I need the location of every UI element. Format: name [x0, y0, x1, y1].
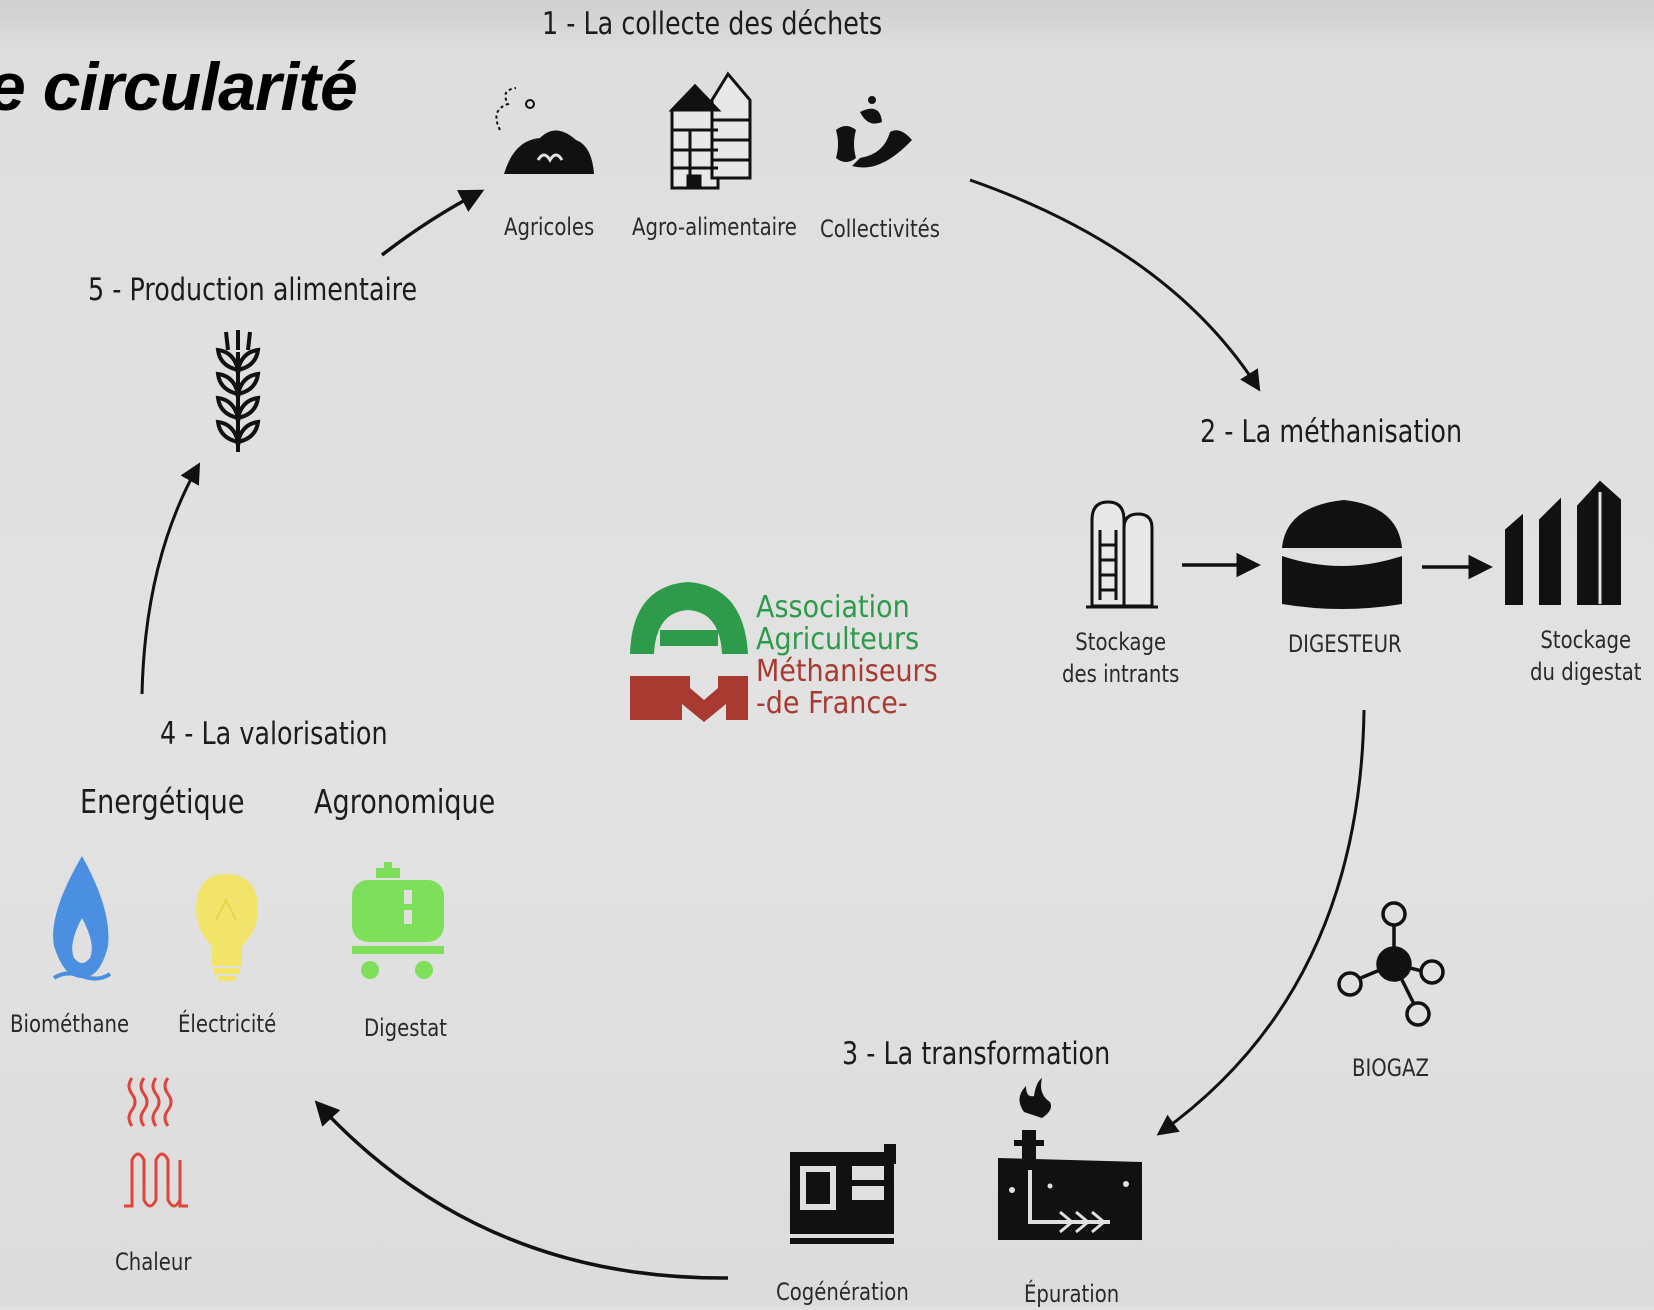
logo-line-methaniseurs: Méthaniseurs	[756, 654, 938, 689]
digestate-storage-icon	[1505, 480, 1621, 605]
cogeneration-label: Cogénération	[776, 1278, 909, 1306]
arrow-4-to-5	[140, 462, 201, 695]
biogaz-label: BIOGAZ	[1352, 1054, 1429, 1082]
logo-icon	[630, 582, 748, 722]
logo-text: Association Agriculteurs Méthaniseurs -d…	[756, 592, 958, 720]
storage-silo-icon	[1086, 500, 1158, 609]
tanker-icon	[352, 862, 444, 979]
collecte-agroalimentaire-label: Agro-alimentaire	[632, 213, 797, 241]
biogaz-molecule-icon	[1337, 901, 1445, 1027]
energetique-heading: Energétique	[80, 782, 245, 821]
silos-icon	[668, 71, 752, 190]
logo-line-association: Association	[756, 590, 910, 625]
arrow-1-to-2	[969, 178, 1261, 392]
chaleur-label: Chaleur	[115, 1248, 192, 1276]
logo-line-de-france: -de France-	[756, 686, 908, 721]
agronomique-heading: Agronomique	[314, 782, 496, 821]
cogeneration-icon	[790, 1144, 896, 1244]
flame-icon	[52, 856, 112, 981]
step-1-title: 1 - La collecte des déchets	[542, 6, 883, 42]
stockage-digestat-label: Stockage du digestat	[1530, 626, 1642, 687]
digester-icon	[1282, 500, 1402, 609]
heat-icon	[124, 1077, 188, 1208]
lightbulb-icon	[196, 874, 258, 981]
food-scraps-icon	[836, 96, 912, 168]
purification-icon	[998, 1078, 1142, 1240]
page-title: e circularité	[0, 49, 358, 125]
arrow-2-to-3	[1156, 709, 1366, 1136]
step-4-title: 4 - La valorisation	[160, 716, 388, 752]
digestat-label: Digestat	[364, 1014, 447, 1042]
step-2-title: 2 - La méthanisation	[1200, 414, 1463, 450]
stockage-intrants-label: Stockage des intrants	[1062, 628, 1180, 689]
step-3-title: 3 - La transformation	[842, 1036, 1111, 1072]
biomethane-label: Biométhane	[10, 1010, 130, 1038]
manure-pile-icon	[495, 87, 594, 174]
arrow-5-to-1	[380, 189, 485, 257]
electricite-label: Électricité	[178, 1010, 277, 1038]
digesteur-label: DIGESTEUR	[1288, 630, 1402, 658]
epuration-label: Épuration	[1024, 1280, 1120, 1308]
logo-line-agriculteurs: Agriculteurs	[756, 622, 920, 657]
arrow-3-to-4	[314, 1100, 729, 1280]
wheat-icon	[215, 330, 261, 452]
step-5-title: 5 - Production alimentaire	[88, 272, 418, 308]
collecte-agricoles-label: Agricoles	[504, 213, 595, 241]
collecte-collectivites-label: Collectivités	[820, 215, 941, 243]
